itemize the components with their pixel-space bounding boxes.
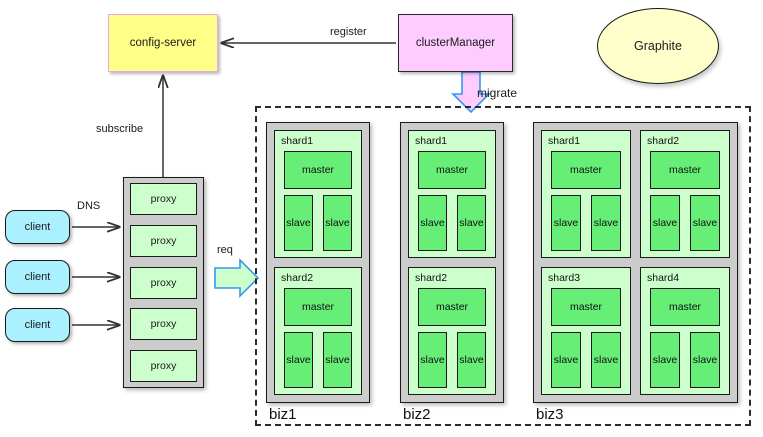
master-node[interactable]: master: [418, 288, 486, 326]
config-server-node[interactable]: config-server: [108, 14, 218, 72]
slave-row: slave slave: [647, 332, 723, 388]
biz-group-biz3: shard1 master slave slave shard2 master …: [533, 122, 738, 423]
shard-label: shard1: [281, 135, 314, 147]
master-node[interactable]: master: [650, 288, 720, 326]
proxy-node-5[interactable]: proxy: [130, 350, 197, 382]
shard-container[interactable]: shard3 master slave slave: [541, 267, 631, 395]
shard-label: shard2: [647, 135, 680, 147]
cluster-boundary: [255, 106, 751, 426]
slave-node[interactable]: slave: [650, 332, 680, 388]
shard-container[interactable]: shard2 master slave slave: [640, 130, 730, 258]
slave-node[interactable]: slave: [457, 332, 486, 388]
master-node[interactable]: master: [418, 151, 486, 189]
shard-container[interactable]: shard2 master slave slave: [274, 267, 362, 395]
shard-label: shard4: [647, 272, 680, 284]
slave-node[interactable]: slave: [591, 332, 621, 388]
shard-container[interactable]: shard1 master slave slave: [408, 130, 496, 258]
slave-node[interactable]: slave: [591, 195, 621, 251]
dns-edge-label: DNS: [77, 200, 101, 212]
master-node[interactable]: master: [551, 151, 621, 189]
slave-node[interactable]: slave: [418, 332, 447, 388]
master-node[interactable]: master: [284, 151, 352, 189]
shard-label: shard1: [548, 135, 581, 147]
slave-node[interactable]: slave: [650, 195, 680, 251]
master-node[interactable]: master: [650, 151, 720, 189]
shard-container[interactable]: shard1 master slave slave: [541, 130, 631, 258]
biz-group-biz1: shard1 master slave slave shard2 master …: [266, 122, 370, 423]
req-edge-label: req: [217, 244, 233, 256]
slave-node[interactable]: slave: [457, 195, 486, 251]
shard-label: shard1: [415, 135, 448, 147]
proxy-node-4[interactable]: proxy: [130, 308, 197, 341]
master-node[interactable]: master: [551, 288, 621, 326]
biz-group-biz2: shard1 master slave slave shard2 master …: [400, 122, 504, 423]
slave-node[interactable]: slave: [323, 195, 352, 251]
shard-label: shard2: [415, 272, 448, 284]
slave-node[interactable]: slave: [690, 332, 720, 388]
slave-node[interactable]: slave: [323, 332, 352, 388]
slave-row: slave slave: [415, 332, 489, 388]
slave-node[interactable]: slave: [551, 195, 581, 251]
slave-row: slave slave: [647, 195, 723, 251]
slave-row: slave slave: [548, 332, 624, 388]
slave-node[interactable]: slave: [551, 332, 581, 388]
slave-row: slave slave: [281, 195, 355, 251]
client-node-2[interactable]: client: [5, 260, 70, 294]
slave-node[interactable]: slave: [690, 195, 720, 251]
cluster-manager-node[interactable]: clusterManager: [398, 14, 513, 72]
biz-group-label: biz3: [536, 406, 564, 423]
slave-node[interactable]: slave: [284, 332, 313, 388]
migrate-edge-label: migrate: [477, 86, 518, 100]
shard-label: shard3: [548, 272, 581, 284]
slave-row: slave slave: [281, 332, 355, 388]
slave-node[interactable]: slave: [284, 195, 313, 251]
proxy-node-2[interactable]: proxy: [130, 224, 197, 257]
biz-group-label: biz1: [269, 406, 297, 423]
register-edge-label: register: [330, 26, 367, 38]
shard-label: shard2: [281, 272, 314, 284]
subscribe-edge-label: subscribe: [96, 123, 144, 135]
shard-container[interactable]: shard4 master slave slave: [640, 267, 730, 395]
client-node-1[interactable]: client: [5, 210, 70, 244]
req-block-arrow: [214, 258, 260, 298]
slave-row: slave slave: [548, 195, 624, 251]
slave-node[interactable]: slave: [418, 195, 447, 251]
proxy-node-1[interactable]: proxy: [130, 183, 197, 215]
proxy-cluster: proxy proxy proxy proxy proxy: [123, 177, 204, 388]
proxy-node-3[interactable]: proxy: [130, 266, 197, 299]
graphite-node[interactable]: Graphite: [597, 8, 719, 84]
shard-container[interactable]: shard1 master slave slave: [274, 130, 362, 258]
shard-container[interactable]: shard2 master slave slave: [408, 267, 496, 395]
client-node-3[interactable]: client: [5, 308, 70, 342]
biz-group-label: biz2: [403, 406, 431, 423]
slave-row: slave slave: [415, 195, 489, 251]
master-node[interactable]: master: [284, 288, 352, 326]
